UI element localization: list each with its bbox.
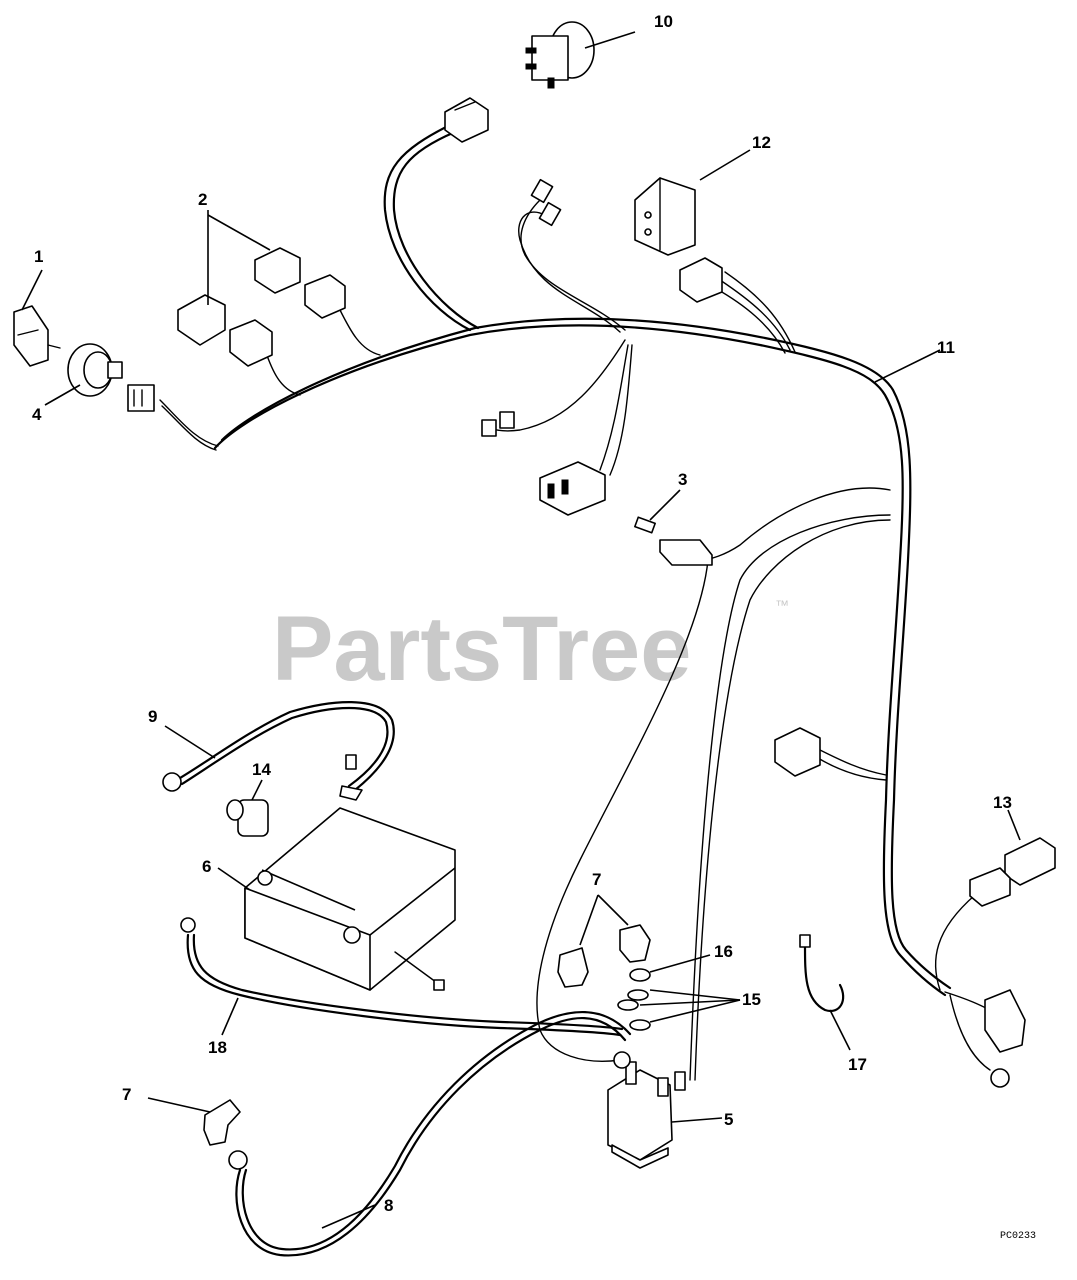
- part-13-connector[interactable]: [969, 837, 1056, 907]
- drawing-code: PC0233: [1000, 1231, 1036, 1242]
- part-7-lower-boot[interactable]: [203, 1099, 241, 1146]
- callout-14: 14: [252, 760, 271, 779]
- callout-11: 11: [937, 338, 955, 357]
- part-4-switch[interactable]: [67, 343, 155, 412]
- part-15-washers[interactable]: [617, 989, 651, 1031]
- callout-13: 13: [993, 793, 1012, 812]
- leader-lines: [21, 31, 1021, 1229]
- middle-connector[interactable]: [539, 461, 606, 516]
- callout-8: 8: [384, 1196, 393, 1215]
- part-14-cap[interactable]: [226, 799, 269, 837]
- part-16-nut[interactable]: [629, 968, 651, 982]
- part-7-upper-boots[interactable]: [557, 924, 651, 988]
- part-18-cable[interactable]: [180, 917, 624, 1037]
- part-5-solenoid[interactable]: [607, 1051, 686, 1169]
- callout-17: 17: [848, 1055, 867, 1074]
- part-2-relays[interactable]: [177, 247, 346, 367]
- watermark: PartsTree ™: [272, 597, 789, 700]
- callout-4: 4: [32, 405, 42, 424]
- callout-5: 5: [724, 1110, 733, 1129]
- callout-9: 9: [148, 707, 157, 726]
- callout-2: 2: [198, 190, 207, 209]
- callout-15: 15: [742, 990, 761, 1009]
- callout-6: 6: [202, 857, 211, 876]
- callout-labels: 1 2 3 4 5 6 7 7 8 9 10 11 12 13 14 15 16…: [32, 12, 1012, 1215]
- part-9-cable[interactable]: [162, 701, 395, 801]
- callout-7-upper: 7: [592, 870, 601, 889]
- part-3-fuse[interactable]: [634, 516, 656, 534]
- callout-3: 3: [678, 470, 687, 489]
- fuse-holder[interactable]: [659, 539, 713, 566]
- part-17-ground-wire[interactable]: [799, 934, 845, 1013]
- spade-terminals-middle[interactable]: [481, 411, 515, 437]
- main-wire-harness[interactable]: [159, 123, 991, 1081]
- part-6-battery[interactable]: [244, 807, 456, 991]
- part-1-bracket[interactable]: [13, 305, 61, 367]
- part-12-module[interactable]: [634, 177, 723, 303]
- spade-terminals-upper[interactable]: [530, 178, 562, 227]
- callout-7-lower: 7: [122, 1085, 131, 1104]
- lower-right-connector[interactable]: [984, 989, 1026, 1088]
- watermark-trademark: ™: [775, 597, 789, 613]
- callout-1: 1: [34, 247, 43, 266]
- top-harness-connector[interactable]: [444, 97, 489, 143]
- watermark-text: PartsTree: [272, 598, 691, 700]
- part-8-cable[interactable]: [228, 1010, 632, 1257]
- callout-10: 10: [654, 12, 673, 31]
- part-10-switch[interactable]: [525, 21, 595, 89]
- right-side-connector[interactable]: [774, 727, 821, 777]
- callout-12: 12: [752, 133, 771, 152]
- callout-16: 16: [714, 942, 733, 961]
- callout-18: 18: [208, 1038, 227, 1057]
